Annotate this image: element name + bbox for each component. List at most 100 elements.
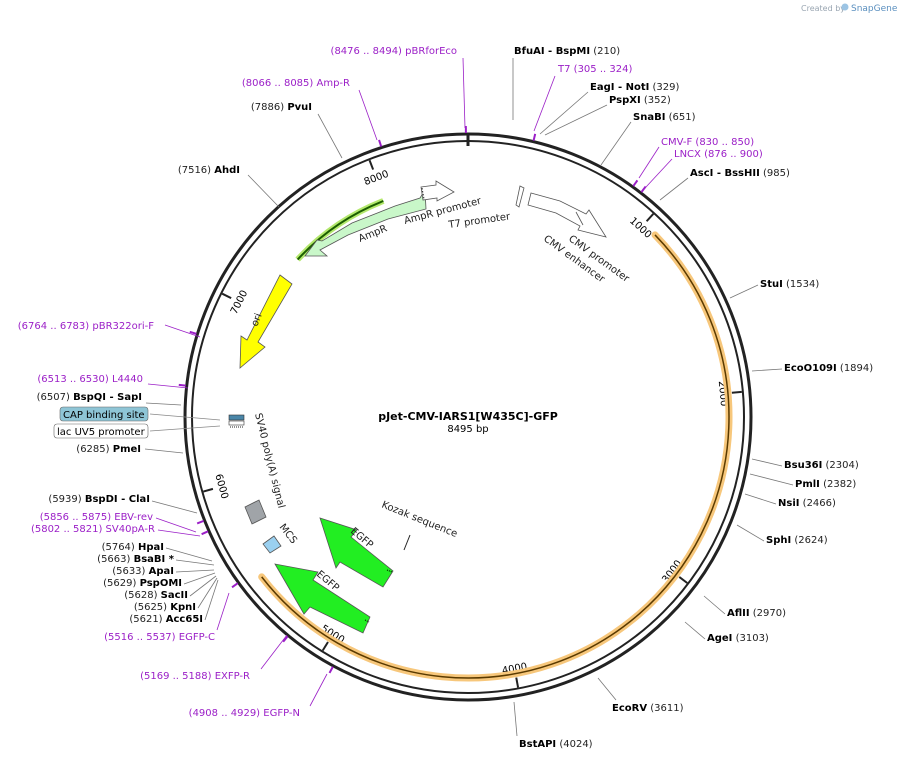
ori-arrow[interactable] [239,274,293,369]
enzyme-label-pmei[interactable]: (6285) PmeI [76,444,141,455]
enzyme-label-pvui[interactable]: (7886) PvuI [251,102,312,113]
primer-mark-pbr322ori [189,330,197,335]
leader-bsabi [175,559,215,566]
plasmid-size: 8495 bp [447,424,488,435]
leader-pvui [317,113,343,159]
cap-leader [149,413,221,421]
t7-promoter-arrow[interactable] [515,185,525,208]
leader-sphi [736,524,765,542]
primer-mark-t7 [532,133,537,141]
cap-binding-site-callout[interactable]: CAP binding site [59,406,221,422]
tick-label: 7000 [229,289,250,317]
egfp-arrow-upper[interactable] [319,517,394,588]
cap-label: CAP binding site [63,410,145,421]
primer-label-cmvf[interactable]: CMV-F (830 .. 850) [661,137,754,148]
label-leader-lines [144,57,794,737]
primer-label-sv40par[interactable]: (5802 .. 5821) SV40pA-R [31,524,155,535]
t7-promoter-label: T7 promoter [447,211,512,231]
primer-leader-ebvrev [155,517,197,533]
enzyme-label-sacii[interactable]: (5628) SacII [124,590,188,601]
enzyme-label-bfuai[interactable]: BfuAI - BspMI (210) [514,46,620,57]
tick-mark [321,641,329,652]
ampr-arrow[interactable] [304,188,427,257]
enzyme-label-bsabi[interactable]: (5663) BsaBI * [97,554,175,565]
tick-mark [731,390,742,394]
mcs-label: MCS [277,522,299,546]
leader-pspxi [544,104,608,136]
primer-label-ampr_primer[interactable]: (8066 .. 8085) Amp-R [242,78,350,89]
leader-kpni [197,577,218,609]
enzyme-label-apai[interactable]: (5633) ApaI [112,566,174,577]
primer-label-exfpr[interactable]: (5169 .. 5188) EXFP-R [140,671,250,682]
ampr-promoter-hatch [421,187,425,200]
primer-mark-ampr_primer [378,139,383,147]
tick-mark [678,576,688,584]
leader-apai [175,569,215,573]
snapgene-logo-icon [841,3,849,11]
enzyme-label-ecoo109i[interactable]: EcoO109I (1894) [784,363,873,374]
enzyme-label-hpai[interactable]: (5764) HpaI [102,542,164,553]
leader-bspqi [145,402,182,406]
primer-label-lncx[interactable]: LNCX (876 .. 900) [674,149,763,160]
leader-bstapi [513,701,518,737]
leader-pmei [144,448,184,454]
enzyme-label-eagi[interactable]: EagI - NotI (329) [590,82,680,93]
enzyme-label-kpni[interactable]: (5625) KpnI [134,602,196,613]
primer-leader-sv40par [157,529,201,537]
leader-bsu36i [751,458,783,467]
enzyme-label-bspdi[interactable]: (5939) BspDI - ClaI [48,494,150,505]
enzyme-label-bsu36i[interactable]: Bsu36I (2304) [784,460,859,471]
leader-hpai [165,547,213,562]
primer-label-t7[interactable]: T7 (305 .. 324) [557,64,632,75]
enzyme-label-pspxi[interactable]: PspXI (352) [609,95,671,106]
primer-leader-egfpc [216,592,230,631]
primer-mark-sv40par [201,530,209,536]
primer-leader-lncx [645,158,673,188]
enzyme-label-agei[interactable]: AgeI (3103) [707,633,769,644]
primer-leader-pbrforeco [462,57,466,129]
enzyme-label-pmli[interactable]: PmlI (2382) [795,479,856,490]
enzyme-label-snabi[interactable]: SnaBI (651) [633,112,696,123]
lacuv5-mark[interactable] [228,420,245,426]
primer-label-l4440[interactable]: (6513 .. 6530) L4440 [37,374,143,385]
enzyme-label-bspqi[interactable]: (6507) BspQI - SapI [37,392,142,403]
primer-label-egfpc[interactable]: (5516 .. 5537) EGFP-C [104,632,215,643]
enzyme-label-asci[interactable]: AscI - BssHII (985) [690,168,790,179]
enzyme-label-stui[interactable]: StuI (1534) [760,279,819,290]
enzyme-label-ecorv[interactable]: EcoRV (3611) [612,703,684,714]
ampr-highlight-core [296,200,384,261]
enzyme-label-pspomi[interactable]: (5629) PspOMI [103,578,182,589]
credit-brand: SnapGene [851,4,898,14]
primer-leader-exfpr [260,634,288,670]
enzyme-label-nsii[interactable]: NsiI (2466) [778,498,836,509]
lacuv5-label: lac UV5 promoter [57,427,146,438]
primer-label-egfpn[interactable]: (4908 .. 4929) EGFP-N [189,708,300,719]
enzyme-label-bstapi[interactable]: BstAPI (4024) [519,739,593,750]
leader-agei [684,621,706,640]
egfp-arrow-lower[interactable] [274,563,371,634]
leader-nsii [744,493,777,505]
cap-site-mark[interactable] [228,414,245,421]
enzyme-label-sphi[interactable]: SphI (2624) [766,535,828,546]
sv40pa-box[interactable] [244,499,267,525]
primer-mark-lncx [640,185,647,193]
cap-box [59,406,149,422]
mcs-box[interactable] [262,535,282,554]
lacuv5-callout[interactable]: lac UV5 promoter [53,423,221,439]
enzyme-label-acc65i[interactable]: (5621) Acc65I [129,614,203,625]
enzyme-label-ahdi[interactable]: (7516) AhdI [178,165,240,176]
ampr-promoter-arrow[interactable] [420,180,455,202]
leader-snabi [600,121,632,166]
kozak-mark[interactable] [403,534,411,551]
primer-label-pbrforeco[interactable]: (8476 .. 8494) pBRforEco [331,46,457,57]
primer-label-pbr322ori[interactable]: (6764 .. 6783) pBR322ori-F [18,321,154,332]
ori-label: ori [250,312,265,328]
leader-pspomi [183,572,216,585]
enzyme-label-aflii[interactable]: AflII (2970) [727,608,786,619]
cmv-split [575,211,584,226]
primer-mark-exfpr [282,635,289,643]
cmv-arrow[interactable] [527,192,607,238]
leader-aflii [703,595,726,615]
primer-label-ebvrev[interactable]: (5856 .. 5875) EBV-rev [40,512,153,523]
leader-sacii [189,575,217,597]
